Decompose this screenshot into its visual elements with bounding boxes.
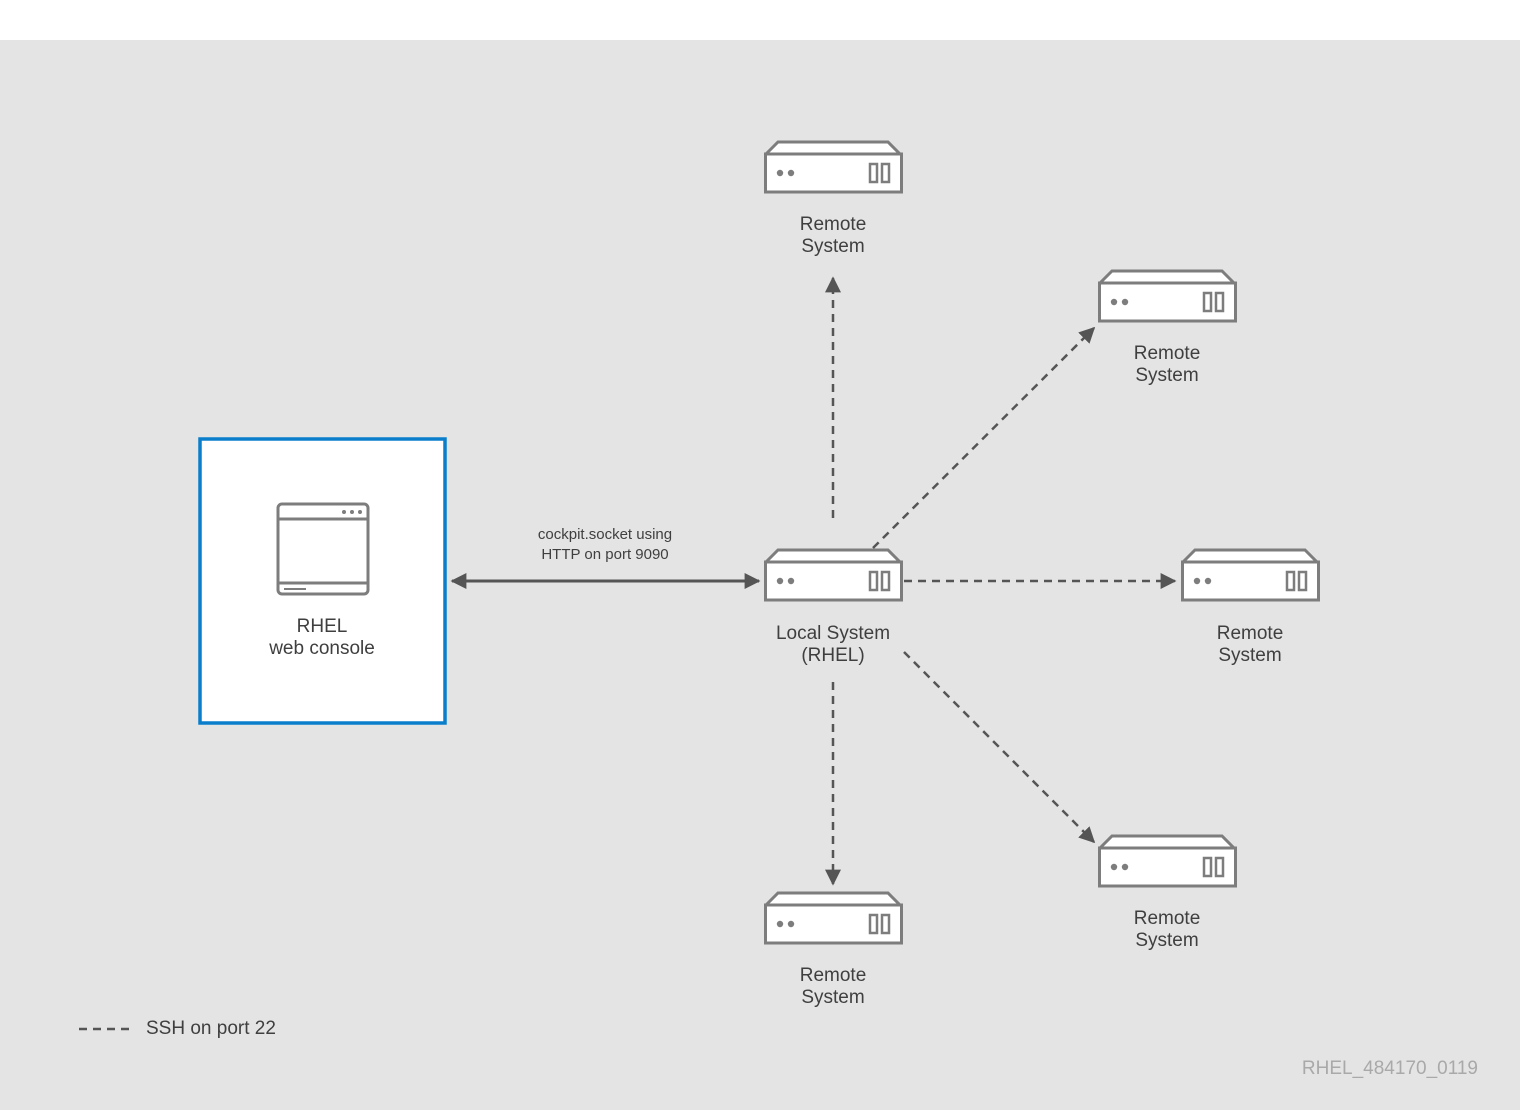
http-connection-label: cockpit.socket using HTTP on port 9090 [537,526,673,563]
remote-system-label-upper-right: Remote System [1133,343,1201,386]
server-icon [764,548,903,602]
local-system-label: Local System (RHEL) [775,623,891,666]
browser-window-icon [276,502,370,596]
ssh-arrow-upper-right [872,326,1096,549]
server-icon [1181,548,1320,602]
remote-system-label-top: Remote System [799,214,867,257]
server-icon [764,140,903,194]
remote-system-label-bottom: Remote System [799,965,867,1008]
ssh-arrow-lower-right [903,651,1096,844]
server-icon [1098,834,1237,888]
remote-system-label-lower-right: Remote System [1133,908,1201,951]
figure-id: RHEL_484170_0119 [1301,1058,1478,1079]
remote-system-label-right: Remote System [1216,623,1284,666]
server-icon [1098,269,1237,323]
legend-label: SSH on port 22 [146,1018,276,1039]
console-label: RHEL web console [269,616,375,659]
server-icon [764,891,903,945]
